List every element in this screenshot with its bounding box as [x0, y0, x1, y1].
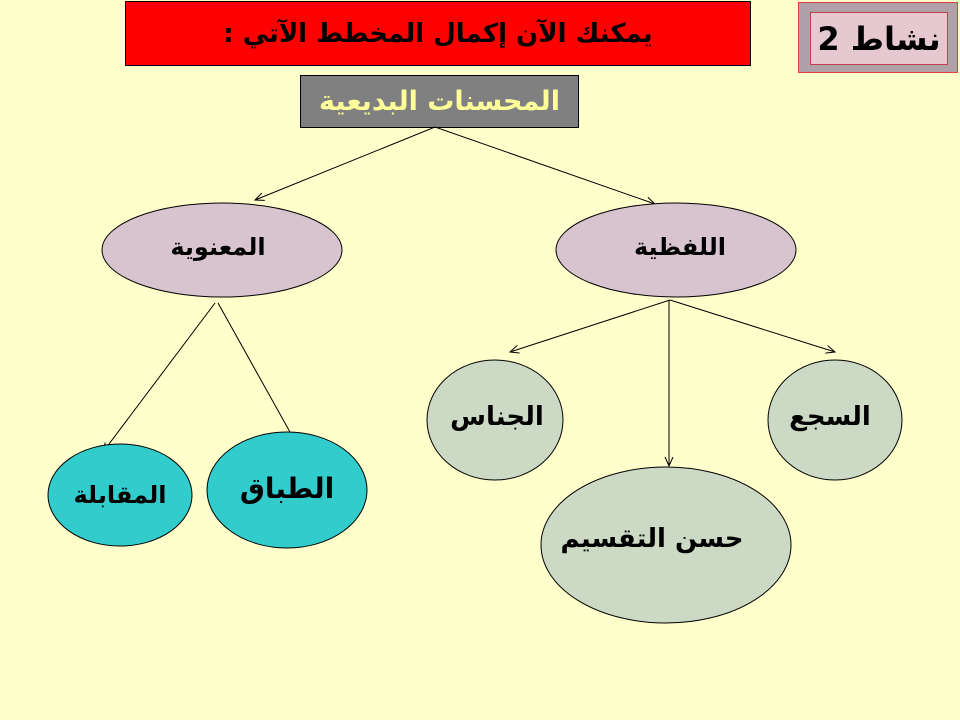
node-muqabala [47, 443, 193, 547]
instruction-text: يمكنك الآن إكمال المخطط الآتي : [223, 18, 653, 49]
edge-root-semantic [255, 126, 436, 200]
activity-badge-label: نشاط 2 [817, 19, 941, 58]
node-verbal [555, 202, 797, 298]
node-jinas [426, 359, 564, 481]
node-muqabala-label: المقابلة [74, 481, 167, 509]
node-taqsim [540, 466, 792, 624]
edge-root-verbal [434, 126, 655, 204]
root-node: المحسنات البديعية [300, 75, 579, 128]
edge-semantic-tibaq [217, 302, 300, 450]
instruction-banner: يمكنك الآن إكمال المخطط الآتي : [125, 1, 751, 66]
root-node-label: المحسنات البديعية [319, 86, 560, 117]
edge-verbal-saja [669, 299, 835, 352]
node-verbal-label: اللفظية [634, 233, 726, 261]
node-saja-label: السجع [789, 402, 871, 432]
node-jinas-label: الجناس [450, 402, 544, 432]
edge-verbal-jinas [510, 299, 671, 352]
activity-badge: نشاط 2 [798, 2, 958, 73]
node-saja [767, 359, 903, 481]
node-semantic [101, 202, 343, 298]
edge-semantic-muqabala [103, 302, 216, 452]
node-tibaq-label: الطباق [240, 472, 334, 505]
node-tibaq [206, 431, 368, 549]
node-taqsim-label: حسن التقسيم [560, 524, 743, 554]
node-semantic-label: المعنوية [170, 233, 265, 261]
